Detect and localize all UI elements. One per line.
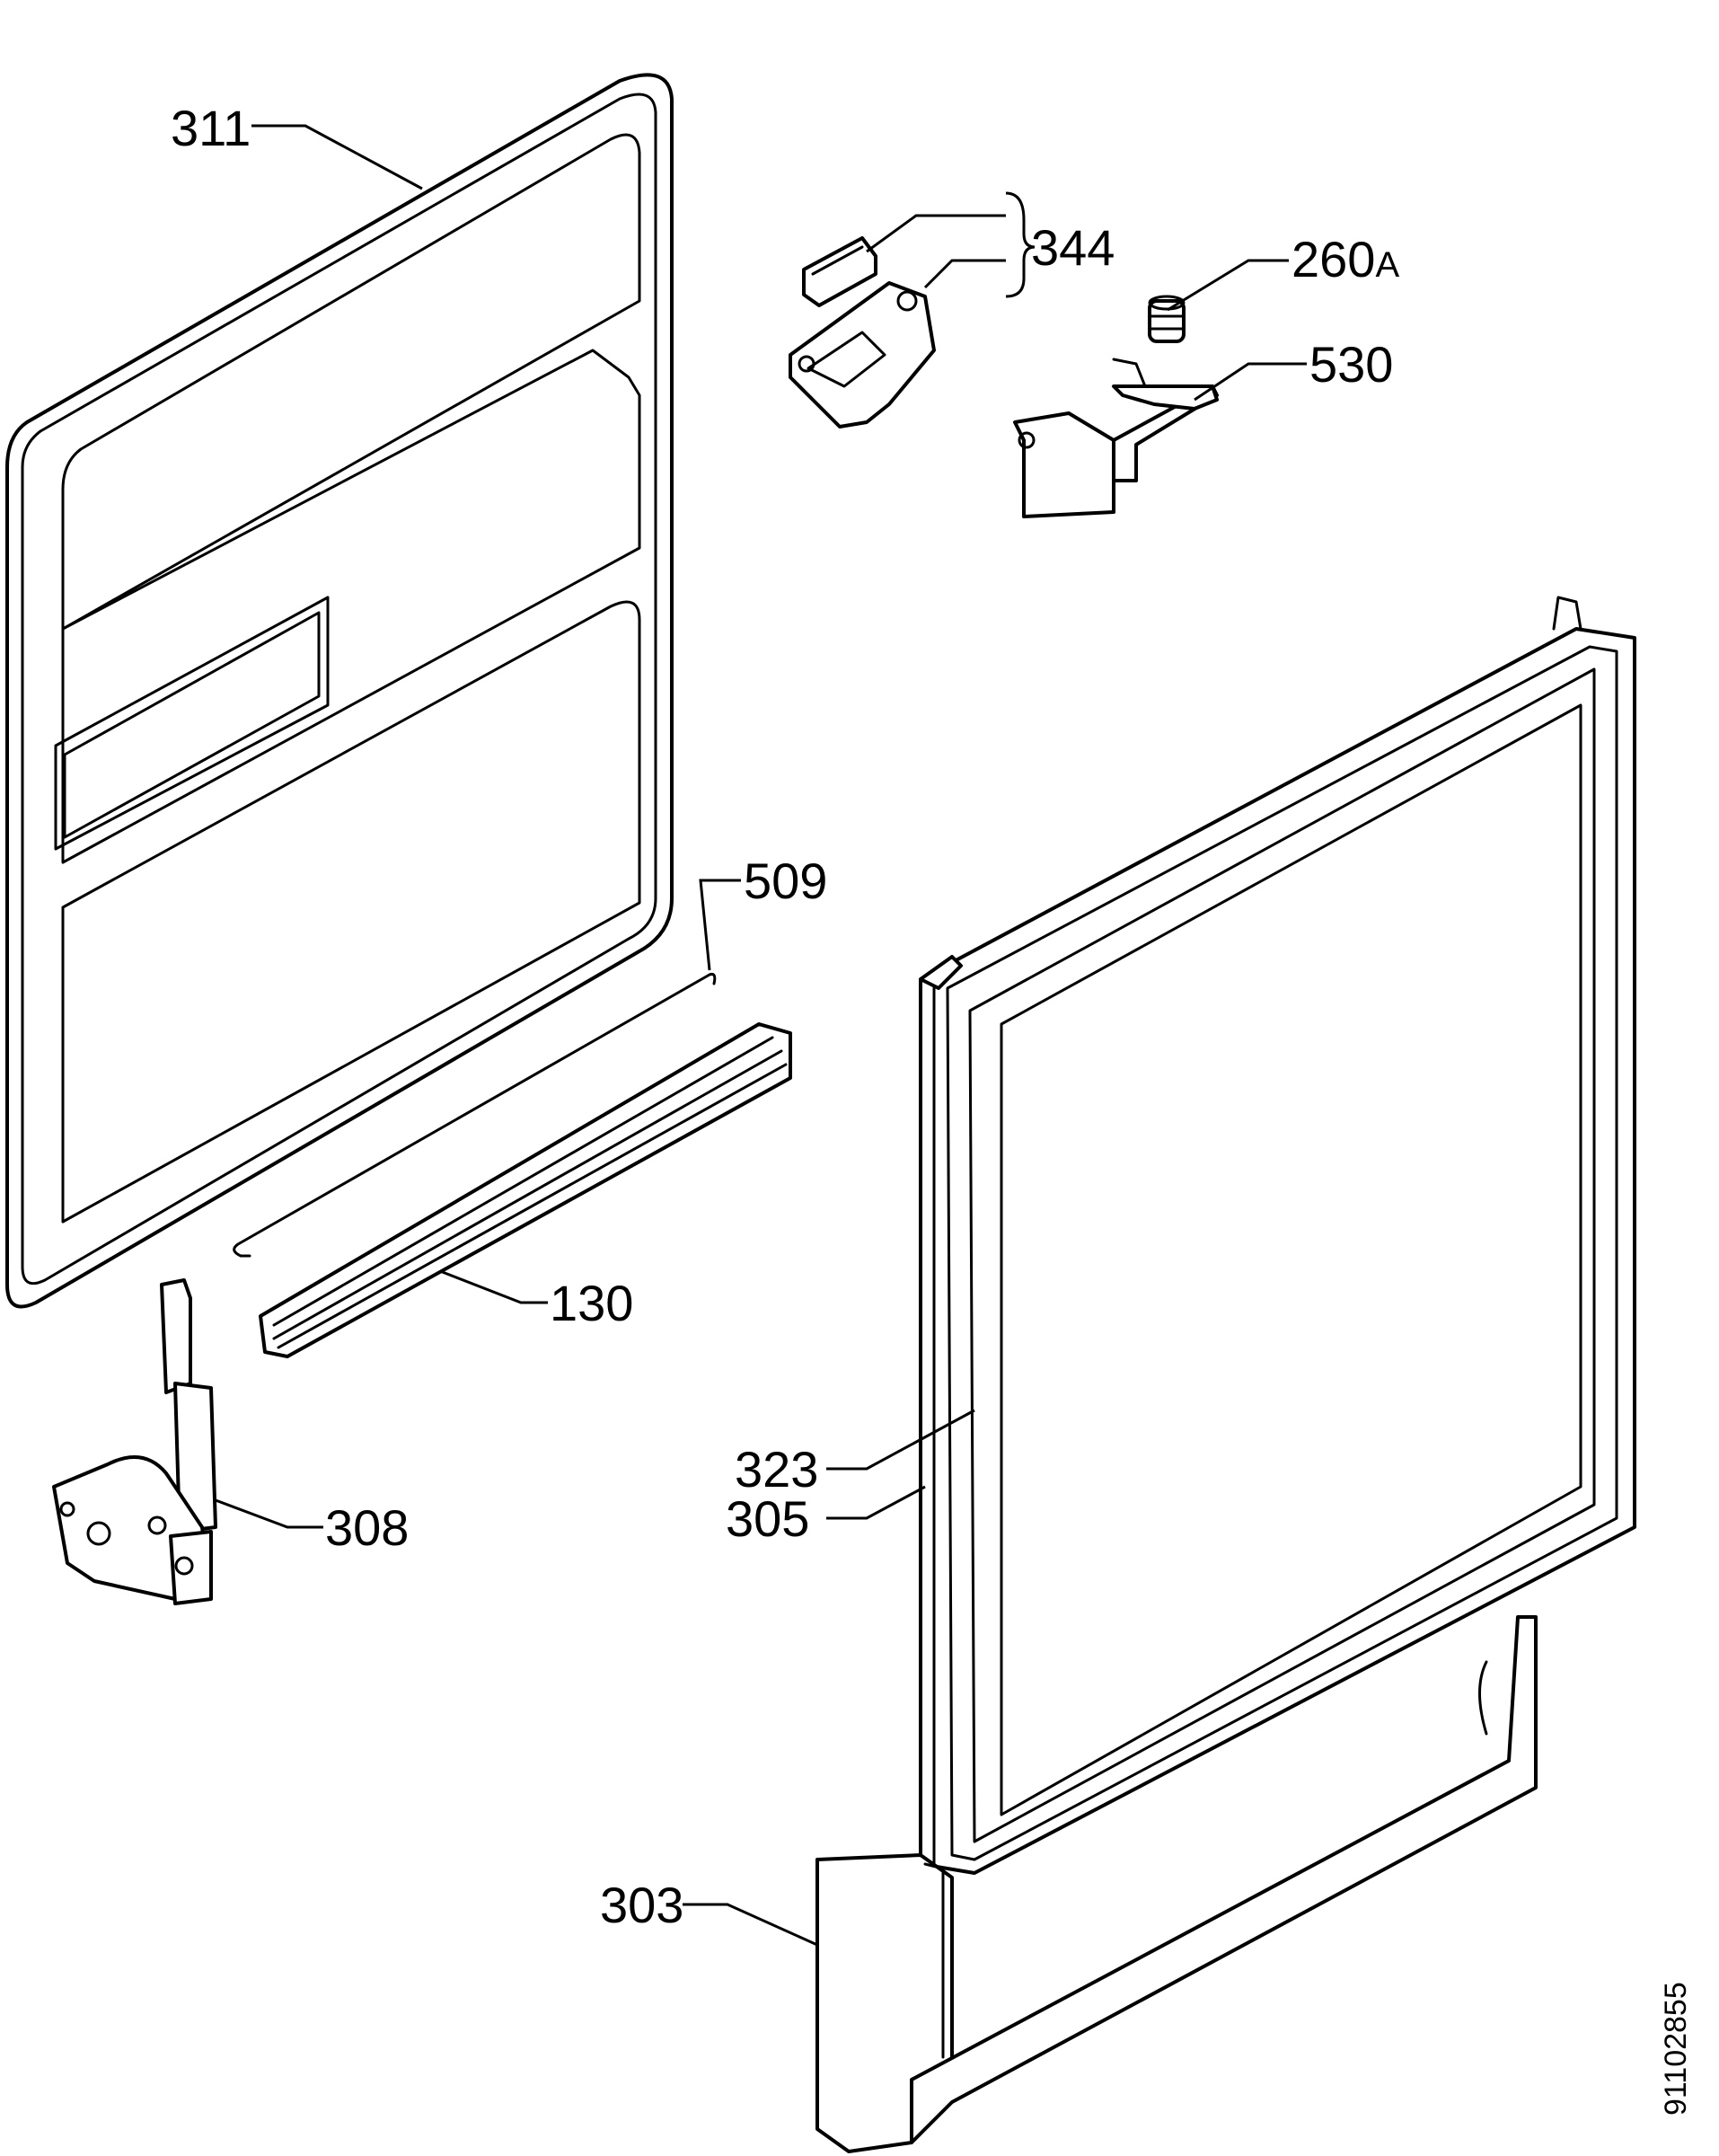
callout-303: 303 — [600, 1877, 683, 1933]
leader-305 — [826, 1485, 926, 1520]
leader-344-brace — [1005, 191, 1036, 298]
plinth-panel-303 — [815, 1615, 1538, 2153]
hinge-308 — [52, 1278, 217, 1605]
callout-labels: 311 344 260A 530 509 130 323 305 308 303 — [171, 100, 1399, 1933]
callout-509: 509 — [744, 853, 827, 909]
callout-260a: 260A — [1291, 231, 1399, 287]
seal-strip-130 — [259, 1022, 792, 1358]
leader-509 — [699, 879, 741, 971]
leader-308 — [215, 1498, 323, 1529]
latch-assembly-344 — [789, 236, 936, 429]
callout-260a-suffix: A — [1375, 245, 1399, 285]
callout-311: 311 — [171, 100, 251, 156]
callout-530: 530 — [1309, 336, 1393, 393]
callout-305: 305 — [726, 1490, 809, 1547]
inner-door-panel-311 — [5, 73, 674, 1309]
wire-rod-509 — [233, 973, 717, 1258]
bracket-530 — [1013, 358, 1219, 518]
bushing-260a — [1148, 295, 1186, 343]
callout-344: 344 — [1031, 219, 1115, 276]
leader-344-a — [866, 214, 1006, 253]
leader-311 — [251, 124, 423, 190]
leader-303 — [683, 1903, 818, 1947]
leader-323 — [826, 1409, 975, 1471]
document-number: 91102855 — [1659, 1982, 1693, 2116]
callout-130: 130 — [550, 1275, 633, 1331]
outer-door-frame-305 — [919, 596, 1636, 1875]
leader-lines — [215, 124, 1307, 1947]
leader-260a — [1167, 259, 1289, 312]
callout-260a-number: 260 — [1291, 231, 1375, 287]
callout-323: 323 — [735, 1441, 818, 1498]
leader-530 — [1194, 362, 1307, 402]
leader-130 — [439, 1269, 548, 1304]
callout-308: 308 — [325, 1499, 409, 1556]
leader-344-b — [923, 259, 1006, 289]
